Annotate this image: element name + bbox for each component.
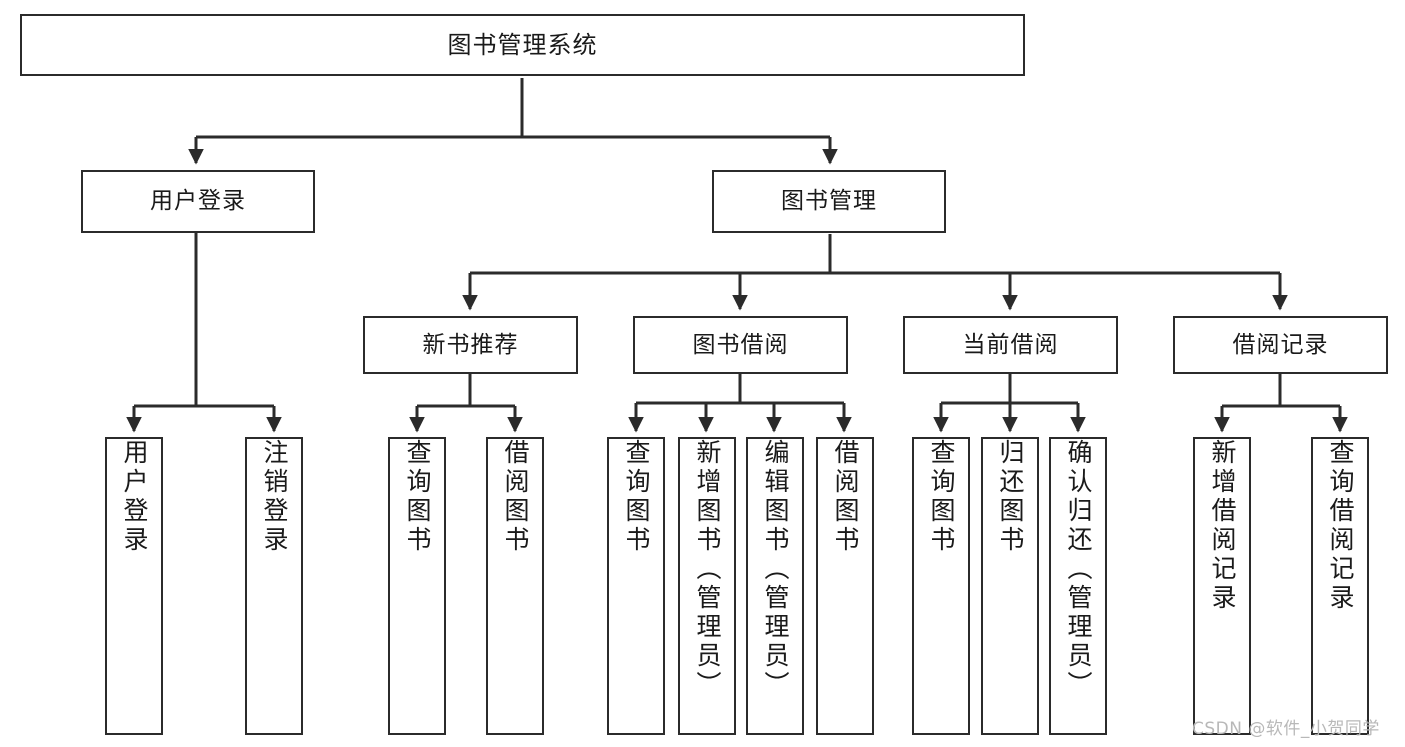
node-leaf-borrow-book-recommend[interactable]: 借阅图书 [486, 437, 544, 735]
node-borrow-record[interactable]: 借阅记录 [1173, 316, 1388, 374]
node-label: 查询图书 [403, 439, 432, 555]
node-label: 查询借阅记录 [1326, 439, 1355, 613]
node-leaf-query-book-borrow[interactable]: 查询图书 [607, 437, 665, 735]
node-book-borrow[interactable]: 图书借阅 [633, 316, 848, 374]
node-root-book-management-system[interactable]: 图书管理系统 [20, 14, 1025, 76]
node-label: 确认归还（管理员） [1064, 439, 1093, 700]
node-label: 新增借阅记录 [1208, 439, 1237, 613]
node-label: 新书推荐 [422, 331, 519, 358]
node-user-login[interactable]: 用户登录 [81, 170, 315, 233]
node-new-book-recommend[interactable]: 新书推荐 [363, 316, 578, 374]
node-label: 借阅记录 [1232, 331, 1329, 358]
node-label: 用户登录 [120, 439, 149, 555]
node-label: 查询图书 [927, 439, 956, 555]
node-leaf-logout[interactable]: 注销登录 [245, 437, 303, 735]
node-label: 图书管理系统 [447, 31, 598, 59]
node-label: 借阅图书 [501, 439, 530, 555]
node-leaf-user-login[interactable]: 用户登录 [105, 437, 163, 735]
csdn-watermark: CSDN @软件_小贺同学 [1192, 719, 1380, 739]
node-label: 图书借阅 [692, 331, 789, 358]
node-label: 新增图书（管理员） [693, 439, 722, 700]
node-leaf-query-book-current[interactable]: 查询图书 [912, 437, 970, 735]
node-label: 借阅图书 [831, 439, 860, 555]
node-label: 编辑图书（管理员） [761, 439, 790, 700]
node-leaf-return-book[interactable]: 归还图书 [981, 437, 1039, 735]
node-label: 注销登录 [260, 439, 289, 555]
node-label: 当前借阅 [962, 331, 1059, 358]
node-leaf-add-book-admin[interactable]: 新增图书（管理员） [678, 437, 736, 735]
node-book-management[interactable]: 图书管理 [712, 170, 946, 233]
node-label: 查询图书 [622, 439, 651, 555]
node-current-borrow[interactable]: 当前借阅 [903, 316, 1118, 374]
node-label: 图书管理 [781, 188, 877, 214]
node-leaf-query-book-recommend[interactable]: 查询图书 [388, 437, 446, 735]
node-label: 用户登录 [150, 188, 246, 214]
node-leaf-add-borrow-record[interactable]: 新增借阅记录 [1193, 437, 1251, 735]
node-leaf-borrow-book[interactable]: 借阅图书 [816, 437, 874, 735]
node-leaf-query-borrow-record[interactable]: 查询借阅记录 [1311, 437, 1369, 735]
node-label: 归还图书 [996, 439, 1025, 555]
node-leaf-edit-book-admin[interactable]: 编辑图书（管理员） [746, 437, 804, 735]
node-leaf-confirm-return-admin[interactable]: 确认归还（管理员） [1049, 437, 1107, 735]
